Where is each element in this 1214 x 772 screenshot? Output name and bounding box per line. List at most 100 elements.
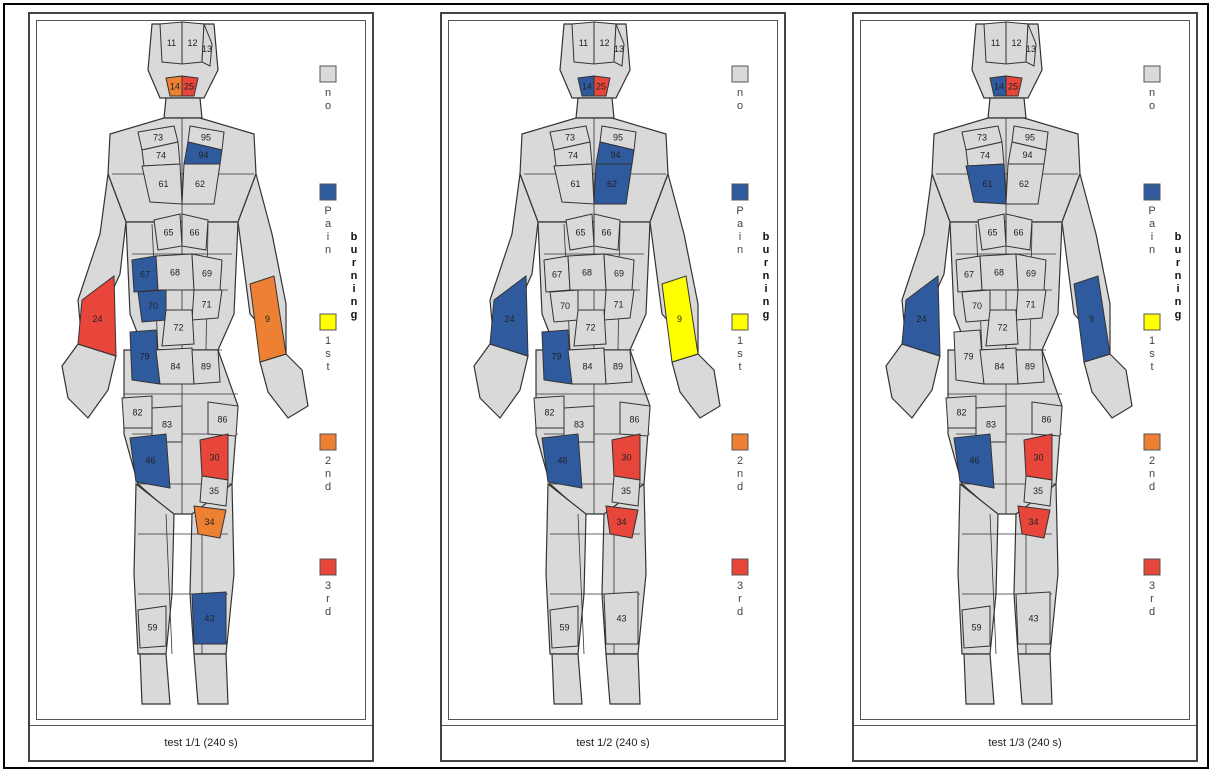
region-43: 43 bbox=[604, 592, 638, 644]
region-number: 70 bbox=[148, 301, 158, 311]
region-number: 61 bbox=[158, 179, 168, 189]
region-number: 30 bbox=[209, 453, 219, 463]
region-11: 11 bbox=[984, 22, 1006, 64]
region-number: 43 bbox=[616, 614, 626, 624]
region-number: 84 bbox=[582, 362, 592, 372]
region-number: 82 bbox=[132, 408, 142, 418]
region-number: 79 bbox=[551, 352, 561, 362]
body-outline-segment bbox=[474, 344, 528, 418]
region-number: 65 bbox=[987, 228, 997, 238]
region-number: 30 bbox=[1033, 453, 1043, 463]
legend-item-pain: Pain bbox=[1144, 184, 1160, 256]
region-number: 72 bbox=[997, 323, 1007, 333]
body-outline-segment bbox=[260, 354, 308, 418]
legend-item-no: no bbox=[1144, 66, 1160, 112]
region-69: 69 bbox=[604, 254, 634, 290]
region-number: 89 bbox=[613, 362, 623, 372]
body-outline-segment bbox=[1018, 654, 1052, 704]
region-12: 12 bbox=[182, 22, 204, 64]
region-number: 84 bbox=[170, 362, 180, 372]
region-number: 83 bbox=[986, 420, 996, 430]
region-number: 73 bbox=[565, 133, 575, 143]
region-35: 35 bbox=[1024, 476, 1052, 506]
region-84: 84 bbox=[568, 348, 606, 384]
region-46: 46 bbox=[542, 434, 582, 488]
region-number: 66 bbox=[601, 228, 611, 238]
region-69: 69 bbox=[192, 254, 222, 290]
region-34: 34 bbox=[194, 506, 226, 538]
region-number: 25 bbox=[596, 82, 606, 92]
region-30: 30 bbox=[1024, 434, 1052, 480]
region-70: 70 bbox=[550, 290, 578, 322]
region-72: 72 bbox=[574, 310, 606, 346]
body-outline-segment bbox=[576, 98, 614, 118]
region-number: 74 bbox=[568, 151, 578, 161]
region-number: 73 bbox=[977, 133, 987, 143]
region-62: 62 bbox=[1006, 164, 1044, 204]
region-number: 83 bbox=[574, 420, 584, 430]
region-67: 67 bbox=[132, 256, 158, 292]
region-68: 68 bbox=[568, 254, 606, 290]
region-number: 71 bbox=[613, 300, 623, 310]
region-number: 59 bbox=[147, 623, 157, 633]
panel-caption: test 1/3 (240 s) bbox=[854, 725, 1196, 760]
legend-swatch bbox=[320, 559, 336, 575]
body-outline-segment bbox=[606, 654, 640, 704]
region-number: 9 bbox=[265, 314, 270, 324]
region-number: 12 bbox=[1011, 38, 1021, 48]
legend-label: 1st bbox=[325, 335, 331, 373]
region-number: 34 bbox=[616, 517, 626, 527]
panel-caption: test 1/1 (240 s) bbox=[30, 725, 372, 760]
legend-label: no bbox=[1149, 87, 1155, 112]
region-number: 25 bbox=[1008, 82, 1018, 92]
region-number: 43 bbox=[204, 614, 214, 624]
region-59: 59 bbox=[550, 606, 578, 648]
region-number: 82 bbox=[544, 408, 554, 418]
region-number: 95 bbox=[201, 133, 211, 143]
region-number: 62 bbox=[1019, 179, 1029, 189]
legend-swatch bbox=[320, 314, 336, 330]
region-number: 94 bbox=[198, 150, 208, 160]
region-number: 30 bbox=[621, 453, 631, 463]
region-number: 68 bbox=[994, 268, 1004, 278]
region-12: 12 bbox=[594, 22, 616, 64]
legend-swatch bbox=[320, 184, 336, 200]
burning-label: burning bbox=[763, 231, 770, 321]
region-number: 66 bbox=[189, 228, 199, 238]
region-65: 65 bbox=[154, 214, 182, 250]
region-82: 82 bbox=[122, 396, 152, 428]
region-number: 61 bbox=[982, 179, 992, 189]
region-number: 68 bbox=[170, 268, 180, 278]
legend-swatch bbox=[732, 434, 748, 450]
region-65: 65 bbox=[978, 214, 1006, 250]
legend-item-pain: Pain bbox=[732, 184, 748, 256]
region-79: 79 bbox=[954, 330, 984, 384]
region-69: 69 bbox=[1016, 254, 1046, 290]
region-46: 46 bbox=[954, 434, 994, 488]
region-number: 71 bbox=[1025, 300, 1035, 310]
region-number: 86 bbox=[1041, 415, 1051, 425]
region-number: 67 bbox=[140, 270, 150, 280]
body-outline-segment bbox=[886, 344, 940, 418]
region-number: 11 bbox=[991, 38, 1000, 48]
region-66: 66 bbox=[594, 214, 620, 250]
region-71: 71 bbox=[192, 290, 222, 320]
legend-item-no: no bbox=[320, 66, 336, 112]
region-68: 68 bbox=[156, 254, 194, 290]
region-number: 11 bbox=[167, 38, 176, 48]
legend-swatch bbox=[1144, 434, 1160, 450]
region-number: 69 bbox=[1026, 269, 1036, 279]
region-number: 68 bbox=[582, 268, 592, 278]
region-number: 67 bbox=[552, 270, 562, 280]
region-number: 69 bbox=[202, 269, 212, 279]
legend-item-no: no bbox=[732, 66, 748, 112]
region-62: 62 bbox=[594, 164, 632, 204]
region-number: 94 bbox=[610, 150, 620, 160]
legend-label: 1st bbox=[1149, 335, 1155, 373]
region-43: 43 bbox=[192, 592, 226, 644]
